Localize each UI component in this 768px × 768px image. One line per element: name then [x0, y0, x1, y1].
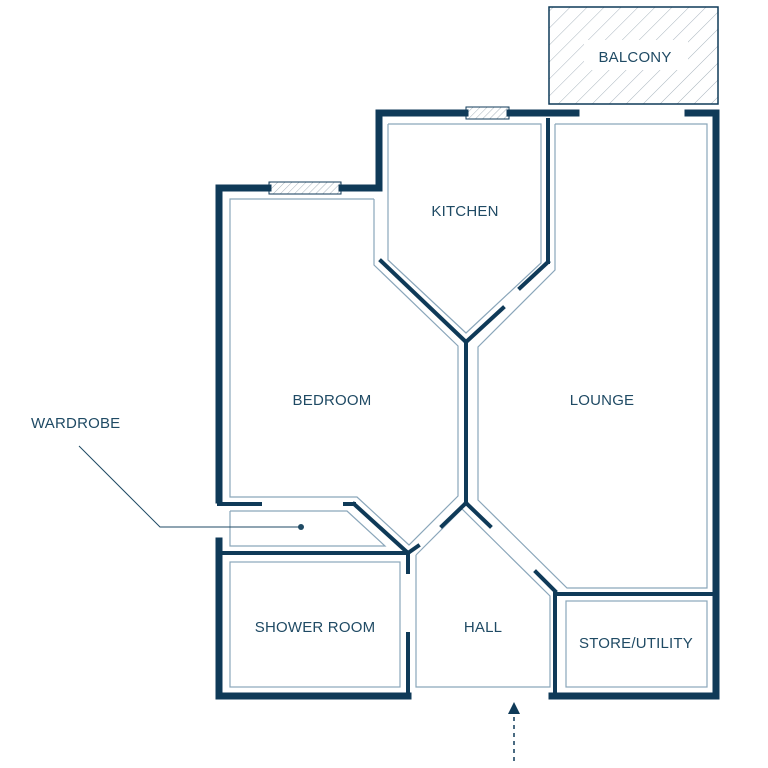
kitchen-bedroom-wall — [378, 258, 469, 345]
wardrobe-label: WARDROBE — [31, 415, 120, 432]
hall-lounge-wall-a — [463, 500, 493, 529]
hall-label: HALL — [464, 619, 502, 636]
hall-outline — [415, 508, 551, 688]
lounge-label: LOUNGE — [570, 392, 635, 409]
store-utility-outline — [565, 600, 708, 688]
shower-room-label: SHOWER ROOM — [255, 619, 376, 636]
windows — [268, 106, 510, 195]
balcony — [548, 6, 719, 105]
store-utility-label: STORE/UTILITY — [579, 635, 693, 652]
bedroom-hall-door-stub — [405, 543, 421, 556]
room-labels: BALCONY KITCHEN BEDROOM LOUNGE WARDROBE … — [31, 49, 693, 652]
bedroom-window — [268, 181, 342, 195]
wardrobe-outline — [229, 510, 387, 547]
bedroom-outline — [229, 198, 459, 546]
walls — [215, 109, 720, 700]
hall-lounge-wall-b — [533, 569, 558, 594]
balcony-label: BALCONY — [598, 49, 671, 66]
kitchen-label: KITCHEN — [431, 203, 498, 220]
kitchen-window — [465, 106, 510, 120]
wardrobe-diag-wall — [351, 501, 411, 556]
bedroom-label: BEDROOM — [293, 392, 372, 409]
bedroom-hall-wall — [439, 500, 469, 529]
lounge-outline — [477, 123, 708, 589]
shower-room-outline — [229, 561, 401, 688]
wardrobe-leader — [78, 445, 304, 530]
kitchen-outline — [387, 123, 542, 334]
kitchen-door-stub — [463, 305, 506, 345]
kitchen-lounge-diag — [517, 259, 551, 291]
